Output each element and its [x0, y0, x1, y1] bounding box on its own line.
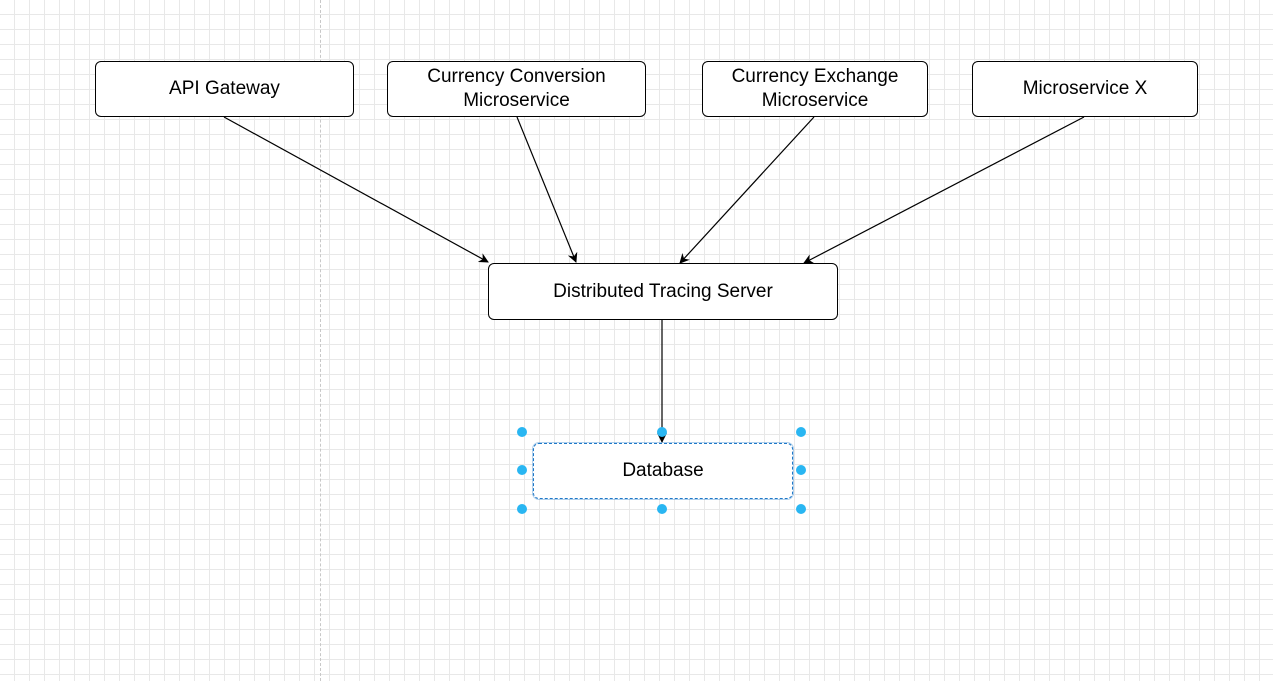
edge-currency-conversion-to-tracing-server[interactable]: [516, 116, 578, 263]
node-api-gateway[interactable]: API Gateway: [95, 61, 354, 117]
node-currency-exchange-label: Currency Exchange Microservice: [731, 66, 899, 111]
node-api-gateway-label: API Gateway: [169, 78, 280, 99]
resize-handle-right[interactable]: [796, 465, 806, 475]
node-microservice-x-label: Microservice X: [1022, 78, 1148, 99]
resize-handle-left[interactable]: [517, 465, 527, 475]
edge-currency-exchange-to-tracing-server[interactable]: [679, 116, 815, 264]
node-microservice-x[interactable]: Microservice X: [972, 61, 1198, 117]
resize-handle-bottom-left[interactable]: [517, 504, 527, 514]
node-distributed-tracing-server[interactable]: Distributed Tracing Server: [488, 263, 838, 320]
node-database[interactable]: Database: [532, 442, 794, 500]
edge-api-gateway-to-tracing-server[interactable]: [223, 116, 489, 263]
node-currency-conversion-label: Currency Conversion Microservice: [427, 66, 606, 111]
resize-handle-top-right[interactable]: [796, 427, 806, 437]
node-database-label: Database: [622, 460, 704, 481]
resize-handle-bottom[interactable]: [657, 504, 667, 514]
node-currency-conversion-microservice[interactable]: Currency Conversion Microservice: [387, 61, 646, 117]
resize-handle-bottom-right[interactable]: [796, 504, 806, 514]
node-tracing-server-label: Distributed Tracing Server: [553, 280, 773, 302]
page-break-line: [320, 0, 321, 681]
resize-handle-top[interactable]: [657, 427, 667, 437]
resize-handle-top-left[interactable]: [517, 427, 527, 437]
edge-microservice-x-to-tracing-server[interactable]: [803, 116, 1085, 264]
node-currency-exchange-microservice[interactable]: Currency Exchange Microservice: [702, 61, 928, 117]
